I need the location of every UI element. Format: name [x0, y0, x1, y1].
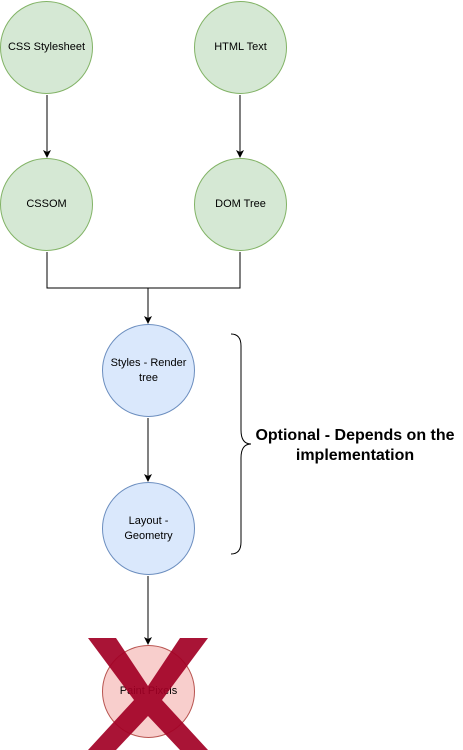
node-paint-pixels[interactable]: Paint Pixels	[102, 645, 195, 738]
node-dom-tree-label: DOM Tree	[215, 198, 266, 211]
node-layout-geometry[interactable]: Layout - Geometry	[102, 482, 195, 575]
node-html-text-label: HTML Text	[214, 41, 267, 54]
optional-annotation: Optional - Depends on the implementation	[255, 427, 455, 464]
node-layout-geometry-label: Layout - Geometry	[124, 515, 173, 542]
curly-brace	[230, 333, 252, 555]
node-dom-tree[interactable]: DOM Tree	[194, 158, 287, 251]
node-css-stylesheet-label: CSS Stylesheet	[7, 41, 86, 54]
node-styles-render-tree[interactable]: Styles - Render tree	[102, 324, 195, 417]
node-paint-pixels-label: Paint Pixels	[119, 685, 178, 698]
node-html-text[interactable]: HTML Text	[194, 1, 287, 94]
node-styles-render-tree-label: Styles - Render tree	[110, 357, 187, 384]
node-cssom-label: CSSOM	[26, 198, 67, 211]
node-css-stylesheet[interactable]: CSS Stylesheet	[0, 1, 93, 94]
node-cssom[interactable]: CSSOM	[0, 158, 93, 251]
merge-connector	[46, 252, 241, 289]
